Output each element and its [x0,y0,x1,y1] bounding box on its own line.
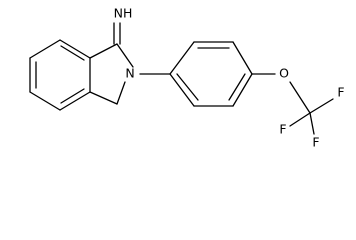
bond [29,91,61,111]
phenylene-ring [169,41,253,107]
imine-nh-label: NH [114,6,133,21]
bond [59,39,91,59]
bond [59,91,91,111]
aromatic-inner-bond [60,45,85,61]
c-f-bond [309,98,334,114]
fluorine-label: F [279,122,286,137]
bond [232,41,253,75]
oxygen-carbon-bond [289,81,311,114]
trifluoromethyl-group: F F F [279,85,344,150]
bond [29,39,61,59]
fluorine-label: F [337,85,344,100]
ether-oxygen-label: O [279,66,289,81]
isoindoline-benzene-ring [29,39,91,111]
bond [169,73,195,107]
bond [89,43,118,59]
aromatic-inner-bond [228,73,246,101]
five-membered-ring [89,43,134,105]
c-f-bond [289,112,311,127]
fluorine-label: F [312,135,319,150]
aromatic-inner-bond [60,88,85,104]
bond [116,81,126,105]
bond [232,73,253,107]
imine-group: NH [113,6,133,45]
bond [169,41,195,75]
aromatic-inner-bond [176,73,199,101]
ring-nitrogen-label: N [125,66,134,81]
bond [89,91,118,105]
structure-diagram: NH N O F F F [29,6,345,150]
bond [116,43,134,68]
c-f-bond [309,112,315,135]
